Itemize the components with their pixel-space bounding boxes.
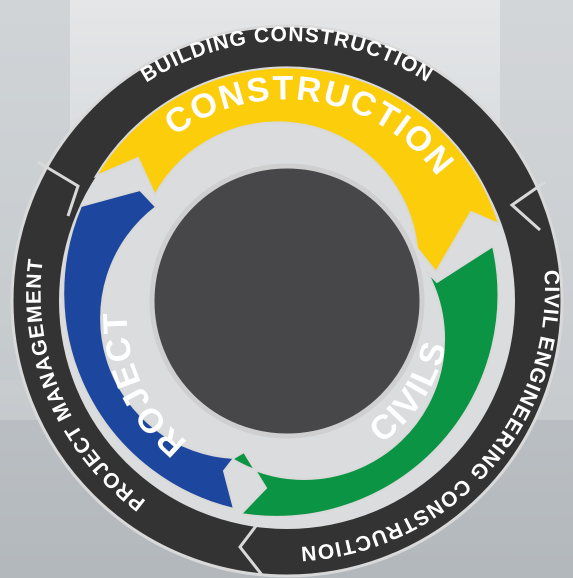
- center-disc: [149, 163, 425, 439]
- outer-ring-separator-left: [37, 160, 80, 217]
- outer-ring-separator-right: [509, 180, 546, 232]
- segment-construction: [93, 66, 501, 274]
- outer-ring-separator-bottom: [238, 517, 264, 576]
- segment-projects: [62, 188, 236, 511]
- segments: [62, 66, 501, 518]
